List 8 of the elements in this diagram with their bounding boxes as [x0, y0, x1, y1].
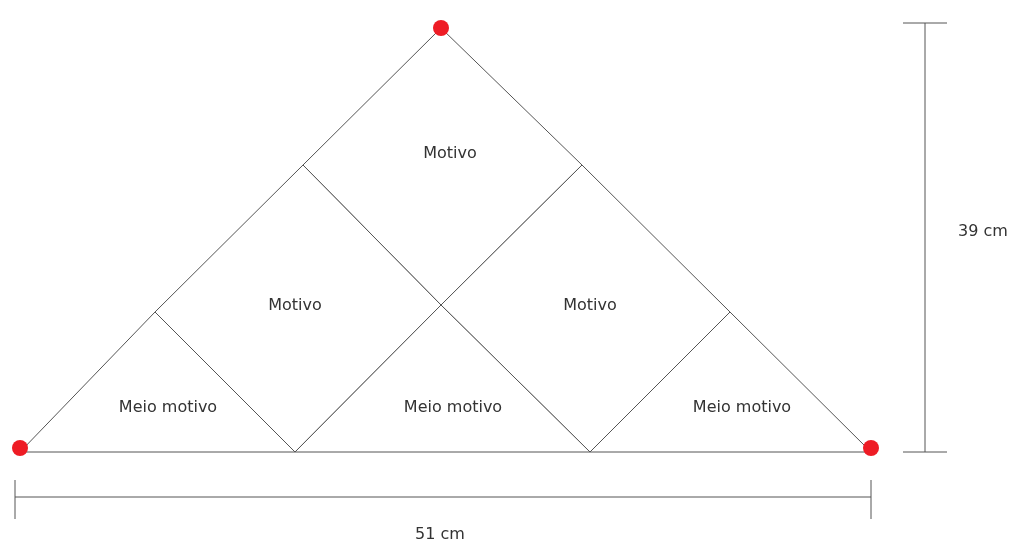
node-label: Meio motivo	[118, 397, 218, 417]
node-label: Meio motivo	[403, 397, 503, 417]
dimension-label: 39 cm	[958, 220, 1008, 240]
dimension-label: 51 cm	[415, 523, 465, 543]
node-label: Motivo	[563, 295, 617, 315]
node-label: Motivo	[268, 295, 322, 315]
node-label: Motivo	[423, 143, 477, 163]
node-label: Meio motivo	[692, 397, 792, 417]
